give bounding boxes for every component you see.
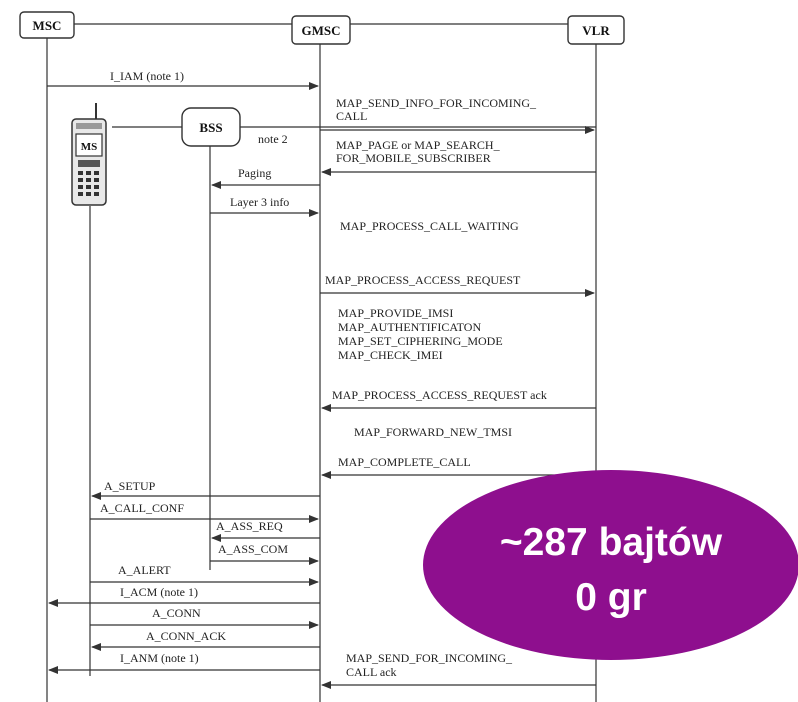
ms-label: MS bbox=[81, 141, 98, 153]
vlr-node: VLR bbox=[567, 15, 625, 45]
a-conn-ack-label: A_CONN_ACK bbox=[146, 629, 226, 643]
map-page-label-1: MAP_PAGE or MAP_SEARCH_ bbox=[336, 138, 501, 152]
vlr-label: VLR bbox=[582, 23, 610, 38]
a-call-conf-label: A_CALL_CONF bbox=[100, 501, 184, 515]
layer3-label: Layer 3 info bbox=[230, 195, 289, 209]
msc-label: MSC bbox=[33, 18, 62, 33]
mobile-phone-icon: MS bbox=[71, 103, 107, 206]
access-request-ack-label: MAP_PROCESS_ACCESS_REQUEST ack bbox=[332, 388, 547, 402]
msc-node: MSC bbox=[19, 11, 75, 39]
i-iam-label: I_IAM (note 1) bbox=[110, 69, 184, 83]
gmsc-node: GMSC bbox=[291, 15, 351, 45]
map-send-ack-label-2: CALL ack bbox=[346, 665, 397, 679]
a-alert-label: A_ALERT bbox=[118, 563, 171, 577]
gmsc-label: GMSC bbox=[302, 23, 341, 38]
map-send-ack-label-1: MAP_SEND_FOR_INCOMING_ bbox=[346, 651, 513, 665]
bss-label: BSS bbox=[199, 120, 222, 135]
paging-label: Paging bbox=[238, 166, 271, 180]
i-acm-label: I_ACM (note 1) bbox=[120, 585, 198, 599]
map-send-info-label-2: CALL bbox=[336, 109, 367, 123]
ciphering-label: MAP_SET_CIPHERING_MODE bbox=[338, 334, 503, 348]
forward-tmsi-label: MAP_FORWARD_NEW_TMSI bbox=[354, 425, 512, 439]
i-anm-label: I_ANM (note 1) bbox=[120, 651, 199, 665]
a-ass-com-label: A_ASS_COM bbox=[218, 542, 288, 556]
a-ass-req-label: A_ASS_REQ bbox=[216, 519, 283, 533]
complete-call-label: MAP_COMPLETE_CALL bbox=[338, 455, 471, 469]
map-send-info-label-1: MAP_SEND_INFO_FOR_INCOMING_ bbox=[336, 96, 537, 110]
provide-imsi-label: MAP_PROVIDE_IMSI bbox=[338, 306, 453, 320]
bubble-line-2: 0 gr bbox=[575, 576, 647, 619]
bss-node: BSS bbox=[181, 107, 241, 147]
bubble-shape bbox=[423, 470, 798, 660]
size-cost-bubble: ~287 bajtów 0 gr bbox=[423, 470, 798, 660]
note2-label: note 2 bbox=[258, 132, 288, 146]
a-conn-label: A_CONN bbox=[152, 606, 201, 620]
check-imei-label: MAP_CHECK_IMEI bbox=[338, 348, 443, 362]
map-page-label-2: FOR_MOBILE_SUBSCRIBER bbox=[336, 151, 491, 165]
a-setup-label: A_SETUP bbox=[104, 479, 156, 493]
call-waiting-label: MAP_PROCESS_CALL_WAITING bbox=[340, 219, 519, 233]
bubble-line-1: ~287 bajtów bbox=[500, 521, 723, 564]
access-request-label: MAP_PROCESS_ACCESS_REQUEST bbox=[325, 273, 521, 287]
authentication-label: MAP_AUTHENTIFICATON bbox=[338, 320, 481, 334]
